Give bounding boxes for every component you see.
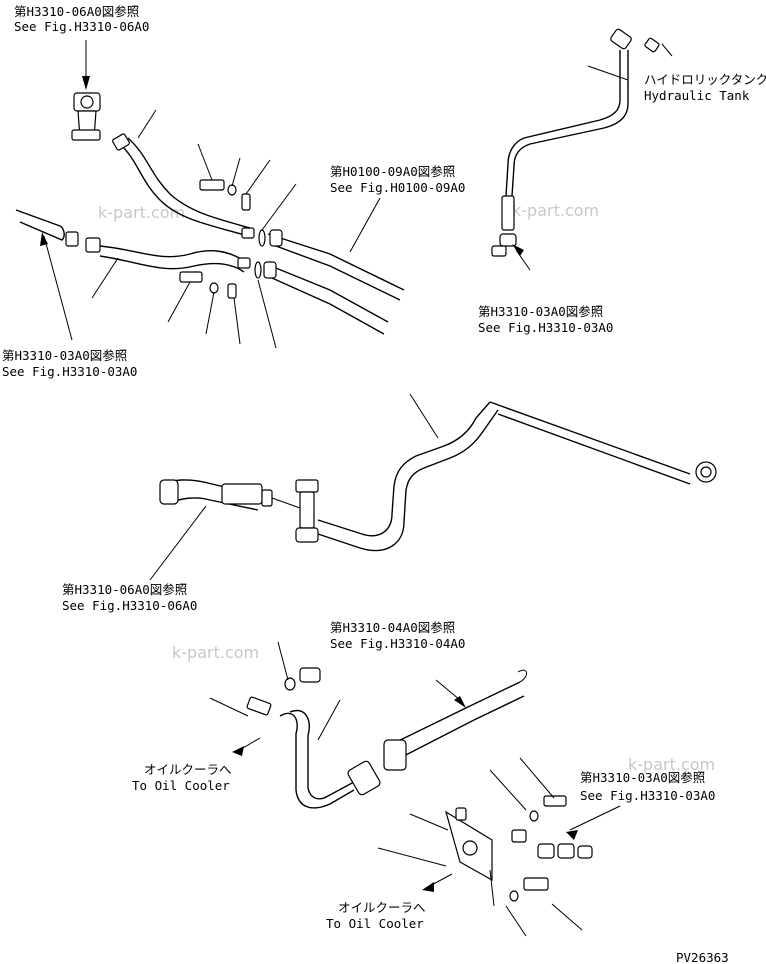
- hose-clamp-section: [221, 483, 263, 505]
- svg-text:第H3310-06A0図参照: 第H3310-06A0図参照: [62, 582, 187, 597]
- hydraulic-tank-line: [491, 28, 673, 271]
- ref-label-h3310-03a0-left: 第H3310-03A0図参照 See Fig.H3310-03A0: [2, 348, 137, 379]
- ref-label-h3310-03a0-right: 第H3310-03A0図参照 See Fig.H3310-03A0: [478, 304, 613, 335]
- watermark: k-part.com: [512, 201, 599, 220]
- svg-text:第H3310-03A0図参照: 第H3310-03A0図参照: [580, 770, 705, 785]
- ref-label-h3310-06a0-middle: 第H3310-06A0図参照 See Fig.H3310-06A0: [62, 582, 197, 613]
- destination-hydraulic-tank: ハイドロリックタンク Hydraulic Tank: [644, 72, 766, 103]
- svg-text:Hydraulic Tank: Hydraulic Tank: [644, 88, 750, 103]
- svg-text:See Fig.H3310-04A0: See Fig.H3310-04A0: [330, 636, 465, 651]
- ref-label-h0100-09a0: 第H0100-09A0図参照 See Fig.H0100-09A0: [330, 164, 465, 195]
- bolt-set-lower: [167, 271, 241, 345]
- upper-tube: [112, 133, 255, 239]
- lower-hose: [15, 209, 251, 273]
- destination-oil-cooler-upper: オイルクーラへ To Oil Cooler: [132, 762, 232, 793]
- svg-text:第H0100-09A0図参照: 第H0100-09A0図参照: [330, 164, 455, 179]
- svg-text:第H3310-03A0図参照: 第H3310-03A0図参照: [2, 348, 127, 363]
- drawing-code: PV26363: [676, 950, 729, 964]
- svg-text:ハイドロリックタンク: ハイドロリックタンク: [644, 72, 766, 87]
- svg-text:See Fig.H3310-03A0: See Fig.H3310-03A0: [580, 788, 715, 803]
- middle-assembly: [149, 393, 717, 581]
- svg-text:第H3310-06A0図参照: 第H3310-06A0図参照: [14, 4, 139, 19]
- valve-block-fitting: [71, 92, 101, 141]
- ref-arrow: [43, 235, 73, 341]
- bolt-set-upper: [197, 143, 271, 211]
- ref-label-h3310-04a0: 第H3310-04A0図参照 See Fig.H3310-04A0: [330, 620, 465, 651]
- watermark: k-part.com: [98, 203, 185, 222]
- ref-label-h3310-06a0-top: 第H3310-06A0図参照 See Fig.H3310-06A0: [14, 4, 149, 34]
- frame-pipes: [263, 229, 405, 335]
- svg-text:To Oil Cooler: To Oil Cooler: [132, 778, 230, 793]
- svg-text:オイルクーラへ: オイルクーラへ: [338, 900, 426, 915]
- watermark: k-part.com: [628, 755, 715, 774]
- o-ring: [254, 261, 262, 279]
- svg-text:See Fig.H0100-09A0: See Fig.H0100-09A0: [330, 180, 465, 195]
- svg-text:第H3310-04A0図参照: 第H3310-04A0図参照: [330, 620, 455, 635]
- svg-text:To Oil Cooler: To Oil Cooler: [326, 916, 424, 931]
- lower-assembly: [209, 641, 621, 937]
- svg-text:オイルクーラへ: オイルクーラへ: [144, 762, 232, 777]
- watermark: k-part.com: [172, 643, 259, 662]
- destination-oil-cooler-lower: オイルクーラへ To Oil Cooler: [326, 900, 426, 931]
- svg-text:See Fig.H3310-03A0: See Fig.H3310-03A0: [2, 364, 137, 379]
- svg-text:第H3310-03A0図参照: 第H3310-03A0図参照: [478, 304, 603, 319]
- ref-label-h3310-03a0-lower: 第H3310-03A0図参照 See Fig.H3310-03A0: [580, 770, 715, 803]
- top-left-assembly: [15, 40, 405, 349]
- svg-text:See Fig.H3310-06A0: See Fig.H3310-06A0: [14, 19, 149, 34]
- svg-text:See Fig.H3310-03A0: See Fig.H3310-03A0: [478, 320, 613, 335]
- svg-text:See Fig.H3310-06A0: See Fig.H3310-06A0: [62, 598, 197, 613]
- o-ring: [258, 229, 266, 247]
